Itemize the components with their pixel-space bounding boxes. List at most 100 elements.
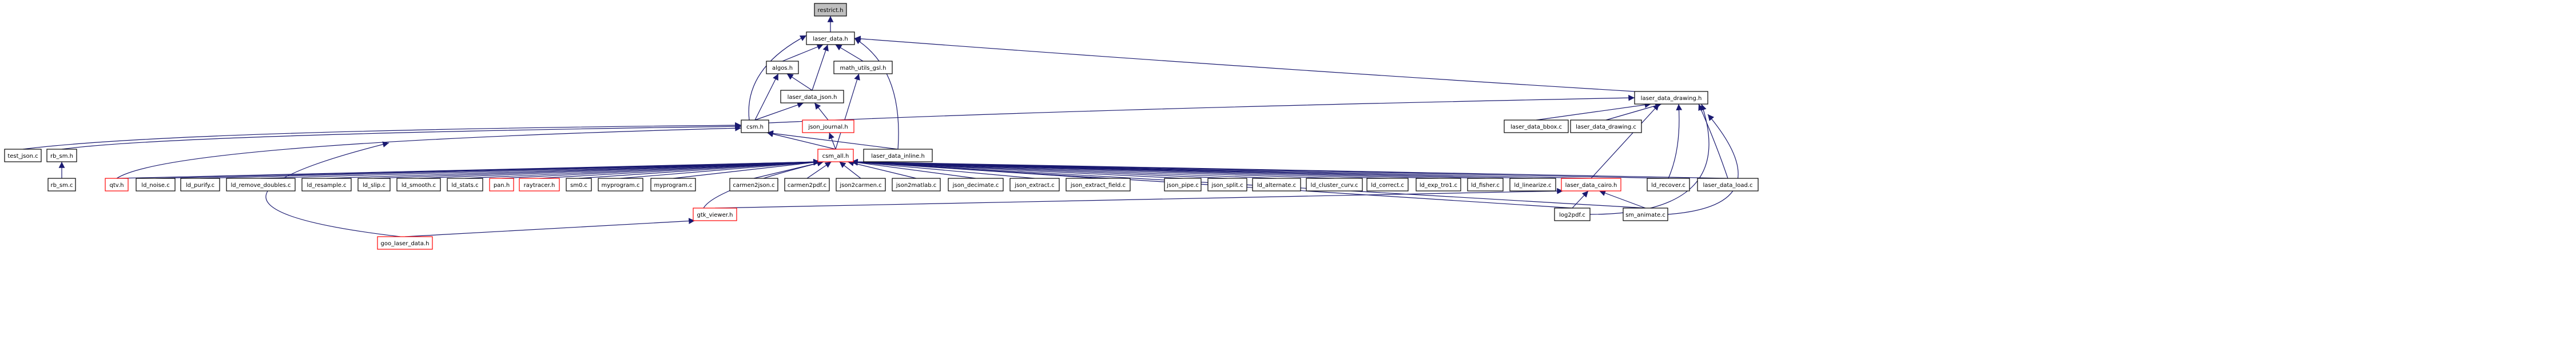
node-csm-h[interactable]: csm.h (741, 119, 769, 133)
node-label: csm_all.h (822, 153, 849, 159)
edge-json2carmen_c-to-csm_all_h (839, 161, 861, 179)
node-carmen2json-c[interactable]: carmen2json.c (729, 178, 778, 192)
edge-carmen2pdf_c-to-csm_all_h (806, 161, 832, 179)
edge-math_utils_gsl_h-to-laser_data_h (835, 44, 864, 62)
node-algos-h[interactable]: algos.h (766, 61, 799, 74)
node-ld-slip-c[interactable]: ld_slip.c (357, 178, 391, 192)
node-ld-fisher-c[interactable]: ld_fisher.c (1467, 178, 1504, 192)
edge-json_decimate_c-to-csm_all_h (851, 159, 976, 179)
node-ld-linearize-c[interactable]: ld_linearize.c (1509, 178, 1556, 192)
node-label: laser_data.h (813, 36, 848, 42)
node-json2matlab-c[interactable]: json2matlab.c (892, 178, 941, 192)
node-label: json_split.c (1211, 182, 1243, 189)
node-box (1697, 178, 1759, 192)
node-qtv-h[interactable]: qtv.h (105, 178, 129, 192)
node-myprogram-c-2[interactable]: myprogram.c (650, 178, 696, 192)
node-laser-data-bbox-c[interactable]: laser_data_bbox.c (1504, 119, 1569, 133)
node-label: test_json.c (7, 153, 38, 159)
node-ld-smooth-c[interactable]: ld_smooth.c (396, 178, 441, 192)
node-box (863, 149, 933, 162)
node-laser-data-json-h[interactable]: laser_data_json.h (780, 90, 844, 103)
edge-csm_all_h-to-csm_h (766, 131, 836, 150)
node-label: ld_exp_tro1.c (1420, 182, 1457, 189)
node-ld-alternate-c[interactable]: ld_alternate.c (1252, 178, 1301, 192)
edge-qtv_h-to-csm_h (116, 125, 742, 179)
node-json-extract-c[interactable]: json_extract.c (1009, 178, 1060, 192)
node-ld-purify-c[interactable]: ld_purify.c (180, 178, 220, 192)
node-gtk-viewer-h[interactable]: gtk_viewer.h (693, 208, 737, 221)
node-math-utils-gsl-h[interactable]: math_utils_gsl.h (833, 61, 893, 74)
node-json-pipe-c[interactable]: json_pipe.c (1164, 178, 1202, 192)
node-box (1561, 178, 1621, 192)
node-laser-data-cairo-h[interactable]: laser_data_cairo.h (1561, 178, 1621, 192)
node-laser-data-inline-h[interactable]: laser_data_inline.h (863, 149, 933, 162)
node-box (741, 119, 769, 133)
node-label: json2matlab.c (896, 182, 937, 189)
node-raytracer-h[interactable]: raytracer.h (519, 178, 560, 192)
node-test-json-c[interactable]: test_json.c (4, 149, 42, 162)
edge-laser_data_json_h-to-algos_h (786, 73, 813, 91)
node-json-decimate-c[interactable]: json_decimate.c (948, 178, 1004, 192)
node-label: ld_noise.c (141, 182, 169, 189)
node-label: ld_resample.c (307, 182, 346, 189)
node-label: laser_data_json.h (788, 94, 837, 101)
node-ld-recover-c[interactable]: ld_recover.c (1647, 178, 1690, 192)
node-goo-laser-data-h[interactable]: goo_laser_data.h (377, 236, 433, 250)
node-laser-data-drawing-c[interactable]: laser_data_drawing.c (1570, 119, 1642, 133)
node-sm0-c[interactable]: sm0.c (566, 178, 592, 192)
node-label: json_decimate.c (952, 182, 999, 189)
edge-json_extract_c-to-csm_all_h (851, 159, 1035, 179)
node-sm-animate-c[interactable]: sm_animate.c (1623, 208, 1668, 221)
node-myprogram-c-1[interactable]: myprogram.c (598, 178, 643, 192)
node-ld-stats-c[interactable]: ld_stats.c (447, 178, 483, 192)
node-carmen2pdf-c[interactable]: carmen2pdf.c (784, 178, 830, 192)
node-ld-correct-c[interactable]: ld_correct.c (1366, 178, 1409, 192)
node-rb-sm-h[interactable]: rb_sm.h (46, 149, 77, 162)
edge-laser_data_drawing_c-to-laser_data_drawing_h (1605, 102, 1662, 121)
node-ld-resample-c[interactable]: ld_resample.c (301, 178, 352, 192)
node-box (1009, 178, 1060, 192)
node-box (814, 3, 847, 17)
edge-csm_h-to-laser_data_drawing_h (768, 94, 1635, 123)
node-laser-data-drawing-h[interactable]: laser_data_drawing.h (1634, 91, 1708, 105)
node-label: ld_recover.c (1651, 182, 1685, 189)
node-box (817, 149, 854, 162)
node-label: laser_data_drawing.h (1641, 95, 1702, 102)
node-log2pdf-c[interactable]: log2pdf.c (1554, 208, 1591, 221)
node-json2carmen-c[interactable]: json2carmen.c (836, 178, 886, 192)
node-laser-data-h[interactable]: laser_data.h (806, 31, 855, 45)
edge-csm_h-to-algos_h (754, 73, 779, 121)
node-box (1252, 178, 1301, 192)
node-label: sm0.c (570, 182, 587, 189)
node-label: json_extract.c (1014, 182, 1055, 189)
node-laser-data-load-c[interactable]: laser_data_load.c (1697, 178, 1759, 192)
node-ld-cluster-curv-c[interactable]: ld_cluster_curv.c (1306, 178, 1363, 192)
node-ld-remove-doubles-c[interactable]: ld_remove_doubles.c (226, 178, 296, 192)
node-label: ld_slip.c (363, 182, 385, 189)
node-rb-sm-c[interactable]: rb_sm.c (47, 178, 76, 192)
edge-goo_laser_data_h-to-csm_h (265, 141, 401, 237)
node-label: rb_sm.c (50, 182, 73, 189)
edge-goo_laser_data_h-to-gtk_viewer_h (404, 218, 695, 237)
node-pan-h[interactable]: pan.h (489, 178, 514, 192)
edge-rb_sm_h-to-csm_h (61, 123, 742, 150)
edge-raytracer_h-to-csm_all_h (539, 159, 820, 179)
node-box (1366, 178, 1409, 192)
node-label: ld_fisher.c (1471, 182, 1500, 189)
node-label: math_utils_gsl.h (840, 65, 886, 71)
node-csm-all-h[interactable]: csm_all.h (817, 149, 854, 162)
node-box (47, 178, 76, 192)
node-box (1164, 178, 1202, 192)
node-box (105, 178, 129, 192)
node-ld-noise-c[interactable]: ld_noise.c (136, 178, 176, 192)
node-json-split-c[interactable]: json_split.c (1207, 178, 1247, 192)
node-box (693, 208, 737, 221)
node-json-extract-field-c[interactable]: json_extract_field.c (1066, 178, 1131, 192)
node-json-journal-h[interactable]: json_journal.h (802, 119, 854, 133)
node-box (1623, 208, 1668, 221)
node-label: laser_data_drawing.c (1576, 124, 1636, 130)
node-box (1634, 91, 1708, 105)
node-ld-exp-tro1-c[interactable]: ld_exp_tro1.c (1416, 178, 1461, 192)
edge-gtk_viewer_h-to-laser_data_cairo_h (714, 188, 1564, 209)
node-box (1306, 178, 1363, 192)
